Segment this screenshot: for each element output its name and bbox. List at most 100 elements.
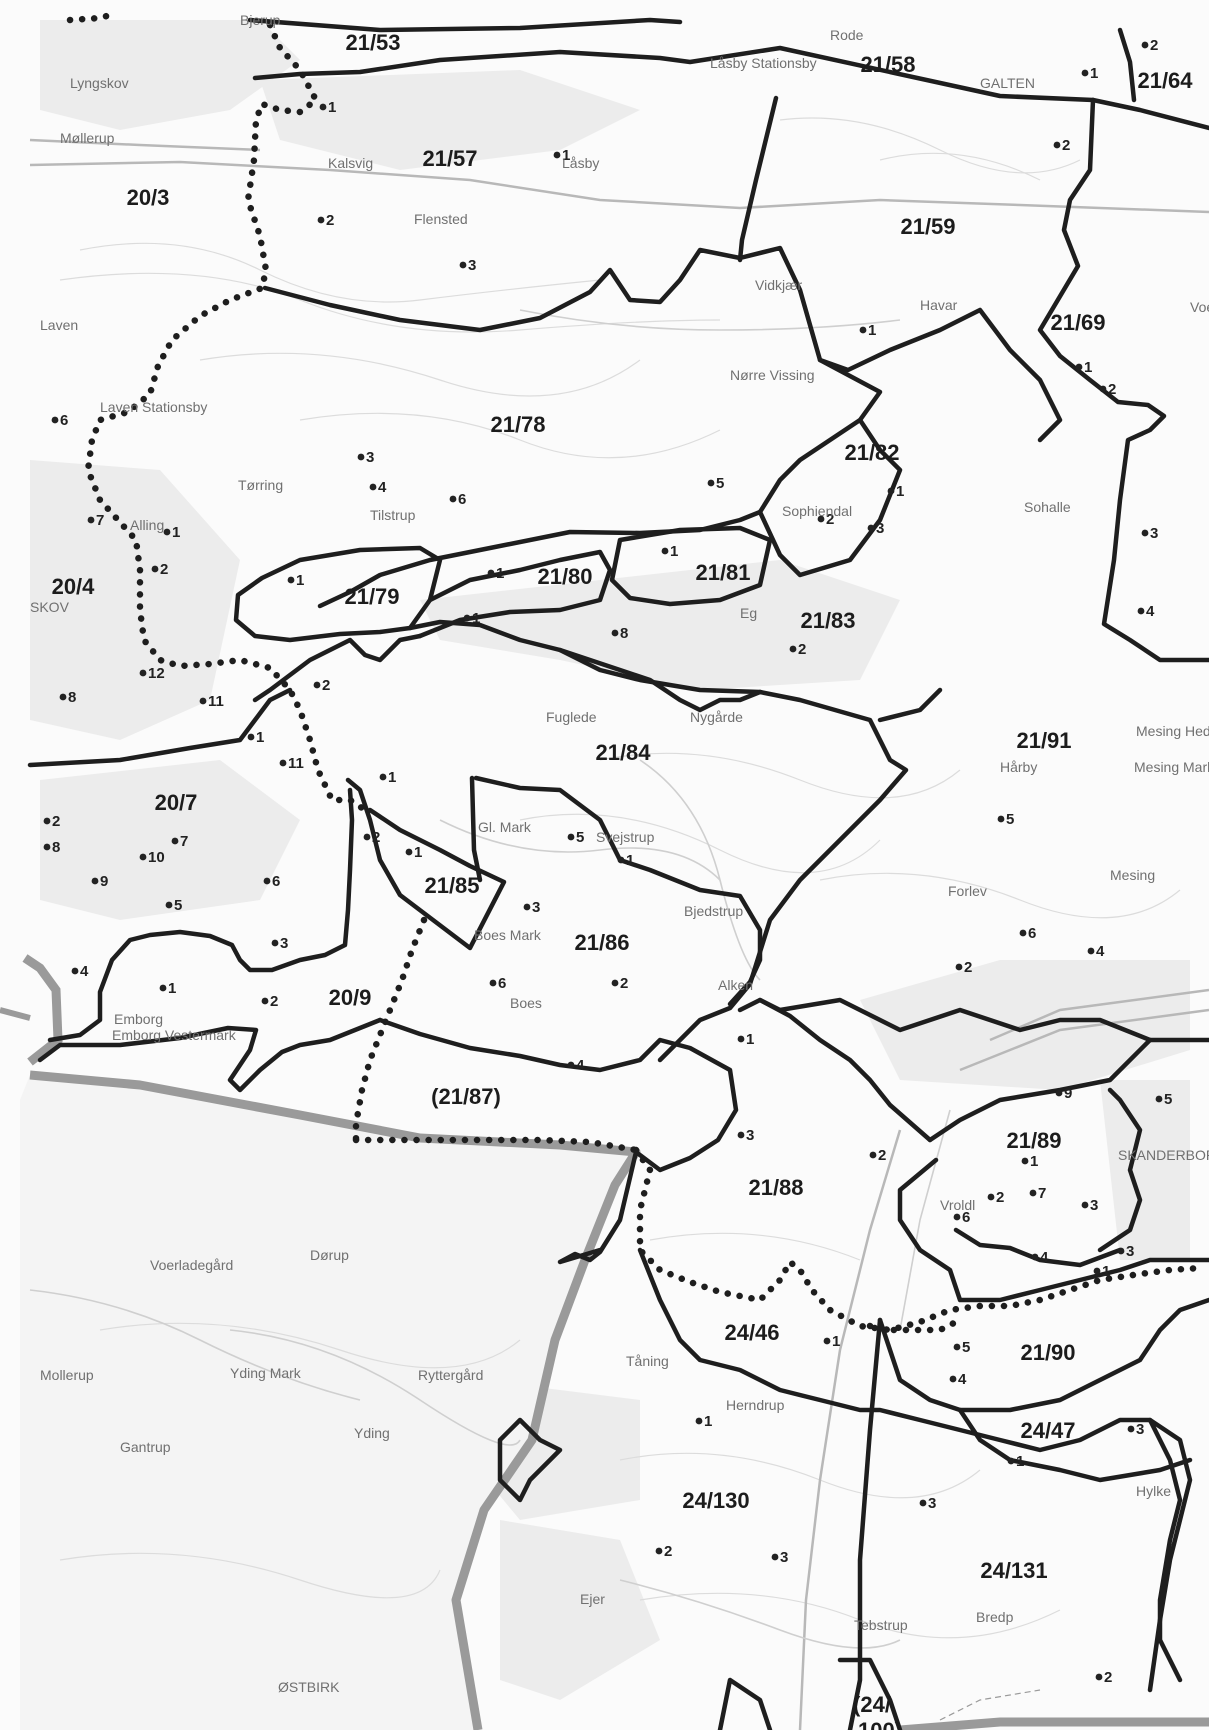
site-marker[interactable]: 2 [151, 561, 169, 578]
site-marker[interactable]: 1 [405, 844, 423, 861]
district-label[interactable]: 24/131 [980, 1558, 1047, 1583]
site-marker[interactable]: 1 [695, 1413, 713, 1430]
site-marker[interactable]: 9 [1055, 1085, 1073, 1102]
district-label[interactable]: 24/130 [682, 1488, 749, 1513]
site-marker[interactable]: 11 [279, 755, 304, 772]
site-marker[interactable]: 1 [379, 769, 397, 786]
site-marker[interactable]: 3 [919, 1495, 937, 1512]
site-marker[interactable]: 1 [287, 572, 305, 589]
district-label[interactable]: 21/79 [344, 584, 399, 609]
site-marker[interactable]: 1 [247, 729, 265, 746]
site-marker[interactable]: 6 [263, 873, 281, 890]
district-label[interactable]: 24/47 [1020, 1418, 1075, 1443]
district-label[interactable]: 21/83 [800, 608, 855, 633]
site-marker[interactable]: 4 [949, 1371, 967, 1388]
site-marker[interactable]: 3 [1127, 1421, 1145, 1438]
district-label[interactable]: 21/86 [574, 930, 629, 955]
site-marker[interactable]: 5 [567, 829, 585, 846]
site-marker[interactable]: 8 [59, 689, 77, 706]
district-label[interactable]: 24/46 [724, 1320, 779, 1345]
district-label[interactable]: 21/57 [422, 146, 477, 171]
site-marker[interactable]: 5 [997, 811, 1015, 828]
site-marker[interactable]: 1 [1093, 1263, 1111, 1280]
site-marker[interactable]: 3 [1081, 1197, 1099, 1214]
site-marker[interactable]: 7 [87, 512, 105, 529]
district-label[interactable]: 20/3 [127, 185, 170, 210]
district-label[interactable]: 21/88 [748, 1175, 803, 1200]
site-marker[interactable]: 8 [43, 839, 61, 856]
site-marker[interactable]: 2 [1099, 381, 1117, 398]
district-label[interactable]: 21/82 [844, 440, 899, 465]
district-label[interactable]: 21/58 [860, 52, 915, 77]
district-label[interactable]: 21/78 [490, 412, 545, 437]
site-marker[interactable]: 1 [1081, 65, 1099, 82]
site-marker[interactable]: 3 [771, 1549, 789, 1566]
site-marker[interactable]: 2 [261, 993, 279, 1010]
site-marker[interactable]: 3 [459, 257, 477, 274]
site-marker[interactable]: 6 [953, 1209, 971, 1226]
district-label[interactable]: 21/90 [1020, 1340, 1075, 1365]
site-marker[interactable]: 2 [1053, 137, 1071, 154]
site-marker[interactable]: 11 [199, 693, 224, 710]
site-marker[interactable]: 4 [369, 479, 387, 496]
site-marker[interactable]: 2 [611, 975, 629, 992]
site-marker[interactable]: 5 [707, 475, 725, 492]
site-marker[interactable]: 3 [1141, 525, 1159, 542]
site-marker[interactable]: 6 [1019, 925, 1037, 942]
site-marker[interactable]: 2 [363, 829, 381, 846]
site-marker[interactable]: 2 [987, 1189, 1005, 1206]
site-marker[interactable]: 2 [1141, 37, 1159, 54]
district-label[interactable]: 21/85 [424, 873, 479, 898]
site-marker[interactable]: 2 [317, 212, 335, 229]
site-marker[interactable]: 6 [51, 412, 69, 429]
district-label[interactable]: 21/59 [900, 214, 955, 239]
site-marker[interactable]: 3 [867, 520, 885, 537]
site-marker[interactable]: 1 [159, 980, 177, 997]
site-marker[interactable]: 2 [817, 511, 835, 528]
site-marker[interactable]: 4 [1137, 603, 1155, 620]
site-marker[interactable]: 8 [611, 625, 629, 642]
site-marker[interactable]: 1 [319, 99, 337, 116]
district-label[interactable]: 21/64 [1137, 68, 1193, 93]
site-marker[interactable]: 1 [1021, 1153, 1039, 1170]
site-marker[interactable]: 6 [449, 491, 467, 508]
site-marker[interactable]: 1 [887, 483, 905, 500]
site-marker[interactable]: 3 [271, 935, 289, 952]
site-marker[interactable]: 5 [953, 1339, 971, 1356]
site-marker[interactable]: 1 [163, 524, 181, 541]
site-marker[interactable]: 4 [1087, 943, 1105, 960]
district-label[interactable]: 20/4 [52, 574, 96, 599]
district-label[interactable]: (21/87) [431, 1084, 501, 1109]
district-label[interactable]: 100) [858, 1718, 902, 1730]
site-marker[interactable]: 10 [139, 849, 165, 866]
site-marker[interactable]: 4 [71, 963, 89, 980]
district-label[interactable]: 21/81 [695, 560, 750, 585]
site-marker[interactable]: 3 [737, 1127, 755, 1144]
site-marker[interactable]: 3 [1117, 1243, 1135, 1260]
site-marker[interactable]: 6 [489, 975, 507, 992]
district-label[interactable]: 21/91 [1016, 728, 1071, 753]
site-marker[interactable]: 4 [1031, 1249, 1049, 1266]
site-marker[interactable]: 1 [661, 543, 679, 560]
site-marker[interactable]: 1 [553, 147, 571, 164]
site-marker[interactable]: 9 [91, 873, 109, 890]
site-marker[interactable]: 2 [313, 677, 331, 694]
site-marker[interactable]: 3 [357, 449, 375, 466]
site-marker[interactable]: 3 [523, 899, 541, 916]
district-label[interactable]: 21/84 [595, 740, 651, 765]
site-marker[interactable]: 2 [655, 1543, 673, 1560]
site-marker[interactable]: 5 [165, 897, 183, 914]
site-marker[interactable]: 5 [1155, 1091, 1173, 1108]
site-marker[interactable]: 2 [1095, 1669, 1113, 1686]
site-marker[interactable]: 1 [859, 322, 877, 339]
site-marker[interactable]: 1 [617, 852, 635, 869]
site-marker[interactable]: 7 [1029, 1185, 1047, 1202]
district-label[interactable]: 21/89 [1006, 1128, 1061, 1153]
site-marker[interactable]: 1 [823, 1333, 841, 1350]
site-marker[interactable]: 1 [737, 1031, 755, 1048]
site-marker[interactable]: 1 [487, 565, 505, 582]
site-marker[interactable]: 12 [139, 665, 165, 682]
site-marker[interactable]: 2 [43, 813, 61, 830]
district-label[interactable]: 21/69 [1050, 310, 1105, 335]
